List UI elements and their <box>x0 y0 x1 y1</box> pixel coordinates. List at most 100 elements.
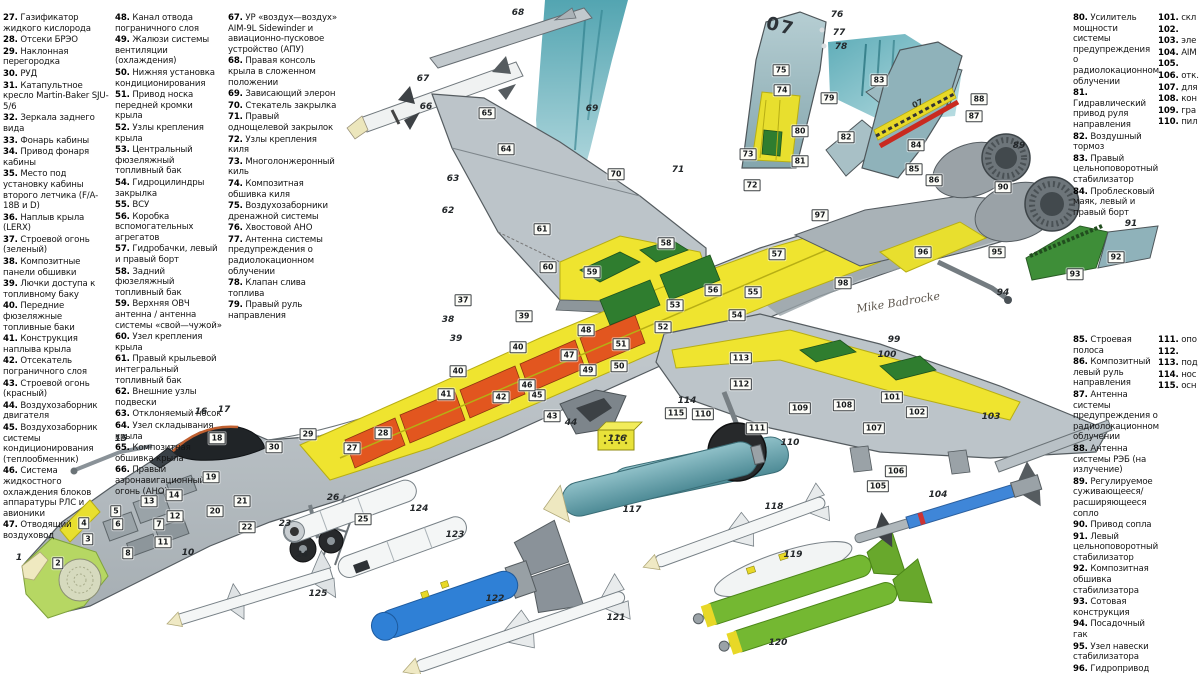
legend-item: 86. Композитный левый руль направления <box>1073 357 1151 389</box>
callout-97: 97 <box>811 209 829 221</box>
legend-item: 76. Хвостовой АНО <box>228 223 313 234</box>
legend-item: 96. Гидропривод <box>1073 663 1150 674</box>
callout-64: 64 <box>497 143 515 155</box>
callout-110: 110 <box>780 438 800 448</box>
legend-item: 66. Правый аэронавигационный огонь (АНО) <box>115 465 205 497</box>
callout-19: 19 <box>202 471 220 483</box>
legend-item: 70. Стекатель закрылка <box>228 100 337 111</box>
callout-100: 100 <box>877 350 897 360</box>
wingtip-rail <box>429 7 593 69</box>
legend-item: 48. Канал отвода пограничного слоя <box>115 13 199 34</box>
callout-69: 69 <box>585 104 599 114</box>
callout-74: 74 <box>773 84 791 96</box>
legend-item: 34. Привод фонаря кабины <box>3 147 90 168</box>
callout-12: 12 <box>166 510 184 522</box>
callout-76: 76 <box>830 10 844 20</box>
callout-15: 15 <box>114 434 128 444</box>
missile-118 <box>642 482 830 571</box>
legend-item: 65. Композитная обшивка крыла <box>115 443 191 464</box>
callout-7: 7 <box>153 518 165 530</box>
legend-item: 92. Композитная обшивка стабилизатора <box>1073 564 1149 596</box>
legend-item: 59. Верхняя ОВЧ антенна / антенна систем… <box>115 299 222 331</box>
callout-106: 106 <box>884 465 908 477</box>
legend-item: 113. под <box>1158 358 1198 369</box>
legend-item: 93. Сотовая конструкция <box>1073 597 1130 618</box>
legend-item: 75. Воздухозаборники дренажной системы <box>228 201 328 222</box>
legend-item: 105. <box>1158 59 1179 70</box>
callout-87: 87 <box>965 110 983 122</box>
callout-72: 72 <box>743 179 761 191</box>
callout-85: 85 <box>905 163 923 175</box>
legend-item: 68. Правая консоль крыла в сложенном пол… <box>228 56 316 88</box>
callout-3: 3 <box>82 533 94 545</box>
legend-item: 39. Лючки доступа к топливному баку <box>3 279 96 300</box>
callout-23: 23 <box>278 519 292 529</box>
legend-item: 28. Отсеки БРЭО <box>3 35 78 46</box>
callout-96: 96 <box>914 246 932 258</box>
callout-77: 77 <box>832 28 846 38</box>
callout-40: 40 <box>449 365 467 377</box>
right-fin <box>861 41 963 179</box>
callout-119: 119 <box>783 550 803 560</box>
callout-61: 61 <box>533 223 551 235</box>
missile-125 <box>166 549 337 628</box>
callout-117: 117 <box>622 505 642 515</box>
laser-guided-bomb-122 <box>370 519 585 641</box>
callout-68: 68 <box>511 8 525 18</box>
legend-item: 111. опо <box>1158 335 1197 345</box>
callout-112: 112 <box>729 378 753 390</box>
callout-13: 13 <box>140 495 158 507</box>
callout-43: 43 <box>543 410 561 422</box>
callout-53: 53 <box>666 299 684 311</box>
callout-120: 120 <box>768 638 788 648</box>
callout-8: 8 <box>122 547 134 559</box>
legend-item: 27. Газификатор жидкого кислорода <box>3 13 91 34</box>
callout-60: 60 <box>539 261 557 273</box>
callout-80: 80 <box>791 125 809 137</box>
callout-92: 92 <box>1107 251 1125 263</box>
legend-item: 35. Место под установку кабины второго л… <box>3 169 99 212</box>
legend-item: 74. Композитная обшивка киля <box>228 178 304 200</box>
callout-55: 55 <box>744 286 762 298</box>
legend-item: 104. AIM <box>1158 47 1197 58</box>
legend-item: 114. нос <box>1158 369 1197 380</box>
callout-26: 26 <box>326 493 340 503</box>
legend-item: 110. пил <box>1158 117 1198 128</box>
legend-item: 53. Центральный фюзеляжный топливный бак <box>115 145 193 177</box>
legend-item: 63. Отклоняемый носок <box>115 409 222 420</box>
legend-item: 50. Нижняя установка кондиционирования <box>115 67 215 89</box>
legend-item: 112. <box>1158 346 1179 357</box>
callout-44: 44 <box>564 418 578 428</box>
legend-item: 84. Проблесковый маяк, левый и правый бо… <box>1073 186 1155 218</box>
callout-59: 59 <box>583 266 601 278</box>
callout-71: 71 <box>671 165 685 175</box>
callout-114: 114 <box>677 396 697 406</box>
callout-37: 37 <box>454 294 472 306</box>
legend-item: 47. Отводящий воздуховод <box>3 520 72 541</box>
callout-27: 27 <box>343 442 361 454</box>
callout-65: 65 <box>478 107 496 119</box>
callout-47: 47 <box>560 349 578 361</box>
legend-item: 57. Гидробачки, левый и правый борт <box>115 244 218 266</box>
legend-item: 56. Коробка вспомогательных агрегатов <box>115 211 194 243</box>
callout-84: 84 <box>907 139 925 151</box>
legend-item: 85. Строевая полоса <box>1073 335 1132 356</box>
legend-item: 62. Внешние узлы подвески <box>115 387 197 408</box>
callout-104: 104 <box>928 490 948 500</box>
callout-103: 103 <box>981 412 1001 422</box>
legend-item: 51. Привод носка передней кромки крыла <box>115 90 194 122</box>
legend-item: 115. осн <box>1158 381 1197 392</box>
legend-item: 72. Узлы крепления киля <box>228 134 317 156</box>
legend-item: 67. УР «воздух—воздух» AIM-9L Sidewinder… <box>228 13 337 55</box>
callout-39: 39 <box>449 334 463 344</box>
legend-item: 33. Фонарь кабины <box>3 135 89 146</box>
callout-90: 90 <box>994 181 1012 193</box>
callout-25: 25 <box>354 513 372 525</box>
legend-item: 42. Отсекатель пограничного слоя <box>3 356 87 377</box>
